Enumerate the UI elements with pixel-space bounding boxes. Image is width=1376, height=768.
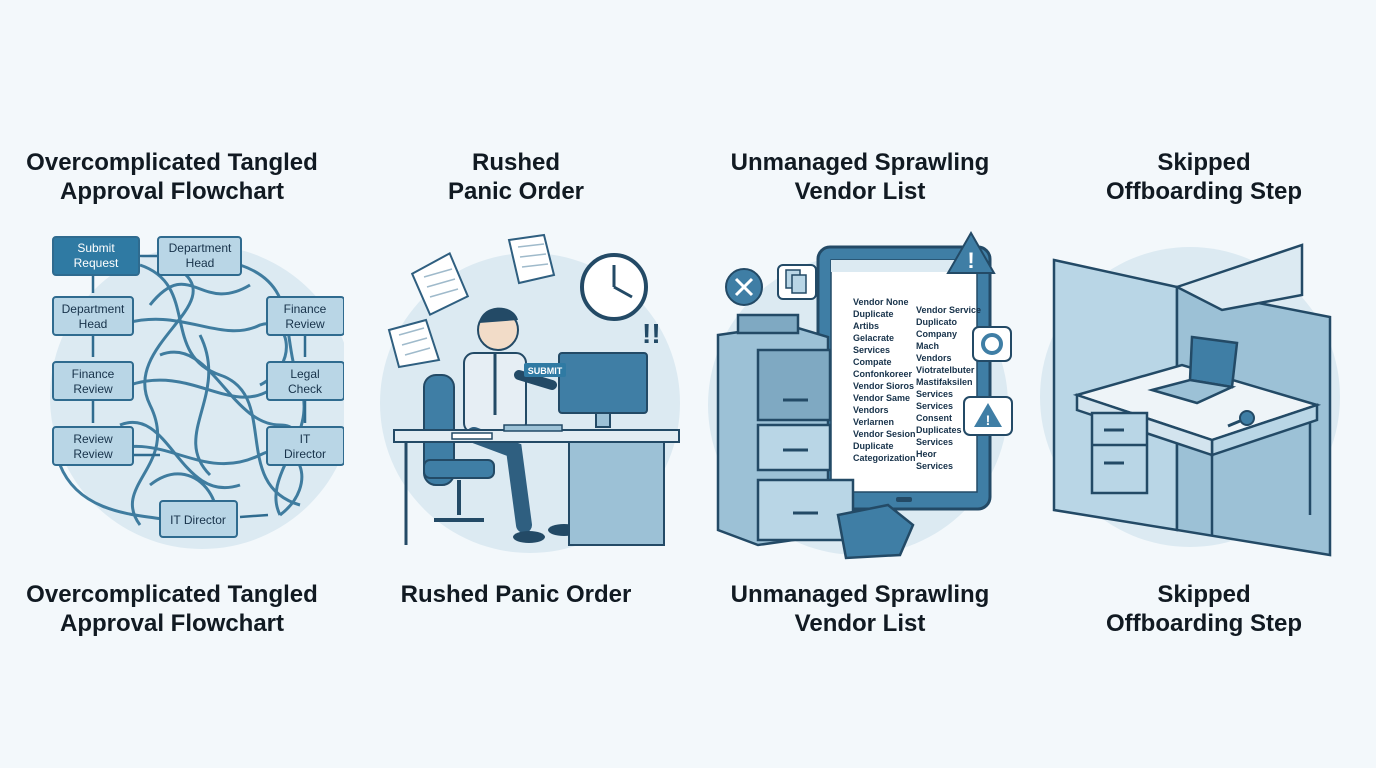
vendor-list-item: Vendor Sesion: [853, 429, 916, 439]
vendor-list-item: Compate: [853, 357, 892, 367]
box-label: Department: [169, 241, 232, 255]
submit-button-label: SUBMIT: [528, 366, 563, 376]
title-line: Skipped: [1157, 581, 1251, 608]
vendor-list-item: Services: [853, 345, 890, 355]
panel-title-top: Skipped Offboarding Step: [1032, 148, 1376, 206]
box-label: Check: [288, 382, 323, 396]
panel-offboarding: Skipped Offboarding Step: [1032, 0, 1376, 768]
panel-title-bottom: Skipped Offboarding Step: [1032, 580, 1376, 638]
box-label: Review: [285, 317, 325, 331]
vendor-list-item: Consent: [916, 413, 952, 423]
title-line: Vendor List: [794, 178, 926, 205]
vendor-list-illustration: Vendor None Duplicate Artibs Gelacrate S…: [708, 230, 1013, 560]
box-label: Finance: [72, 367, 115, 381]
title-line: Overcomplicated Tangled: [26, 149, 318, 176]
panel-title-top: Rushed Panic Order: [344, 148, 688, 206]
clock-icon: [580, 253, 648, 321]
title-line: Offboarding Step: [1106, 178, 1302, 205]
empty-cubicle-illustration: [1040, 243, 1340, 557]
panel-title-top: Overcomplicated Tangled Approval Flowcha…: [0, 148, 344, 206]
box-label: Head: [79, 317, 108, 331]
vendor-list-item: Heor: [916, 449, 937, 459]
warning-icon: !: [963, 396, 1013, 436]
title-line: Approval Flowchart: [59, 178, 285, 205]
copy-icon: [777, 264, 817, 300]
vendor-list-item: Mach: [916, 341, 939, 351]
vendor-list-item: Company: [916, 329, 957, 339]
box-label: Review: [73, 432, 113, 446]
box-label: Finance: [284, 302, 327, 316]
title-line: Overcomplicated Tangled: [26, 581, 318, 608]
vendor-list-item: Services: [916, 461, 953, 471]
box-label: Director: [284, 447, 326, 461]
vendor-list-item: Vendors: [853, 405, 889, 415]
vendor-list-item: Mastifaksilen: [916, 377, 973, 387]
title-line: Approval Flowchart: [59, 610, 285, 637]
svg-text:!: !: [986, 412, 991, 428]
vendor-list-item: Vendor Same: [853, 393, 910, 403]
title-line: Vendor List: [794, 610, 926, 637]
close-icon: [725, 268, 763, 306]
panel-title-bottom: Unmanaged Sprawling Vendor List: [688, 580, 1032, 638]
box-label: Review: [73, 382, 113, 396]
vendor-list-item: Vendors: [916, 353, 952, 363]
exclamation-icon: !!: [642, 318, 661, 349]
svg-text:!: !: [967, 248, 974, 273]
panel-approval-flowchart: Overcomplicated Tangled Approval Flowcha…: [0, 0, 344, 768]
vendor-list-item: Duplicate: [853, 309, 894, 319]
vendor-list-item: Duplicate: [853, 441, 894, 451]
vendor-list-item: Gelacrate: [853, 333, 894, 343]
title-line: Panic Order: [447, 178, 585, 205]
vendor-list-item: Artibs: [853, 321, 879, 331]
panel-title-bottom: Rushed Panic Order: [344, 580, 688, 609]
vendor-list-item: Duplicates: [916, 425, 962, 435]
tangled-flowchart-illustration: Submit Request Department Head Departmen…: [50, 236, 344, 549]
vendor-list-item: Duplicato: [916, 317, 958, 327]
title-line: Unmanaged Sprawling: [730, 581, 990, 608]
panel-title-top: Unmanaged Sprawling Vendor List: [688, 148, 1032, 206]
box-label: IT Director: [170, 513, 226, 527]
vendor-list-item: Vendor None: [853, 297, 909, 307]
box-label: Request: [74, 256, 119, 270]
panel-panic-order: Rushed Panic Order !!: [344, 0, 688, 768]
vendor-list-item: Confonkoreer: [853, 369, 913, 379]
title-line: Rushed Panic Order: [400, 581, 632, 608]
box-label: Review: [73, 447, 113, 461]
vendor-list-item: Services: [916, 437, 953, 447]
panel-vendor-list: Unmanaged Sprawling Vendor List Vendor N…: [688, 0, 1032, 768]
vendor-list-item: Viotratelbuter: [916, 365, 975, 375]
vendor-list-item: Vendor Sioros: [853, 381, 914, 391]
gear-icon: [972, 326, 1012, 362]
box-label: Department: [62, 302, 125, 316]
vendor-list-item: Vendor Service: [916, 305, 981, 315]
vendor-list-item: Verlarnen: [853, 417, 894, 427]
box-label: Legal: [290, 367, 319, 381]
key-icon: [1227, 410, 1255, 428]
title-line: Skipped: [1157, 149, 1251, 176]
vendor-list-item: Categorization: [853, 453, 916, 463]
box-label: Submit: [77, 241, 115, 255]
title-line: Unmanaged Sprawling: [730, 149, 990, 176]
box-label: Head: [186, 256, 215, 270]
panel-title-bottom: Overcomplicated Tangled Approval Flowcha…: [0, 580, 344, 638]
vendor-list-item: Services: [916, 401, 953, 411]
vendor-list-item: Services: [916, 389, 953, 399]
title-line: Rushed: [471, 149, 560, 176]
panic-order-illustration: !!: [380, 233, 680, 553]
warning-icon: !: [946, 230, 996, 274]
box-label: IT: [300, 432, 311, 446]
title-line: Offboarding Step: [1106, 610, 1302, 637]
